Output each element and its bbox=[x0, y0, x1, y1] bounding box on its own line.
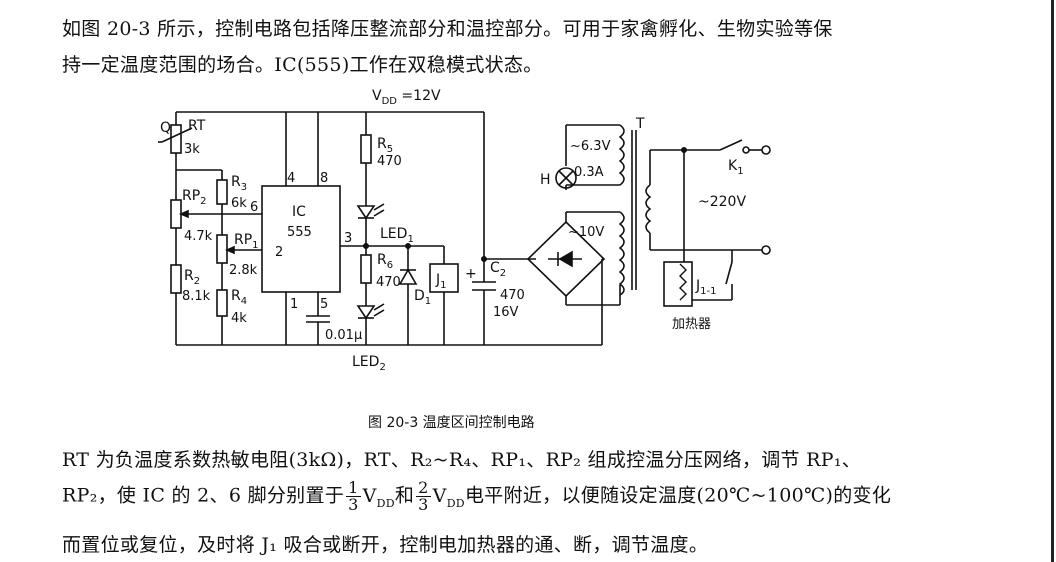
q-label: Q bbox=[160, 120, 171, 136]
intro-line-2: 持一定温度范围的场合。IC(555)工作在双稳模式状态。 bbox=[62, 54, 543, 76]
pin-6: 6 bbox=[250, 200, 258, 215]
vdd-label: VDD =12V bbox=[372, 88, 441, 107]
pin-2: 2 bbox=[275, 245, 283, 260]
vdd-term-1: VDD bbox=[362, 484, 395, 510]
c1-value: 0.01μ bbox=[325, 328, 362, 343]
body-line-1: RT 为负温度系数热敏电阻(3kΩ)，RT、R₂~R₄、RP₁、RP₂ 组成控温… bbox=[62, 449, 862, 471]
page-edge bbox=[1051, 0, 1054, 562]
r5-resistor bbox=[360, 134, 372, 164]
j1-label: J1 bbox=[435, 272, 447, 291]
r3-resistor bbox=[216, 179, 228, 205]
primary-coil bbox=[645, 184, 652, 234]
r2-resistor bbox=[170, 264, 182, 294]
switch-k1-contact bbox=[742, 146, 750, 154]
r6-value: 470 bbox=[376, 275, 401, 290]
c2-plus: + bbox=[465, 266, 477, 282]
lamp-label: H bbox=[540, 172, 551, 188]
body-line-2-part-e: 电平附近，以便随设定温度(20℃~100℃)的变化 bbox=[464, 484, 892, 507]
rp2-label: RP2 bbox=[182, 188, 207, 207]
c2-voltage: 16V bbox=[493, 305, 519, 320]
r5-label: R5 bbox=[377, 136, 393, 155]
mains-terminal-top bbox=[761, 145, 771, 155]
heater-label: 加热器 bbox=[672, 317, 711, 332]
intro-line-1: 如图 20-3 所示，控制电路包括降压整流部分和温控部分。可用于家禽孵化、生物实… bbox=[62, 18, 833, 40]
r6-resistor bbox=[360, 254, 372, 284]
mains-label: ~220V bbox=[698, 194, 746, 210]
secondary-coil-6v bbox=[618, 124, 625, 186]
r4-resistor bbox=[216, 289, 228, 317]
r2-label: R2 bbox=[184, 268, 200, 287]
r3-label: R3 bbox=[231, 174, 247, 193]
led2-label: LED2 bbox=[352, 354, 386, 373]
pin-4: 4 bbox=[287, 171, 295, 186]
c2-label: C2 bbox=[490, 260, 506, 279]
j11-label: J1-1 bbox=[695, 278, 716, 297]
r5-value: 470 bbox=[377, 154, 402, 169]
pin-8: 8 bbox=[320, 171, 328, 186]
figure-caption: 图 20-3 温度区间控制电路 bbox=[368, 415, 535, 431]
led2-diode bbox=[356, 305, 376, 320]
ic-number: 555 bbox=[287, 225, 312, 240]
rp1-potentiometer bbox=[216, 234, 228, 264]
transformer-label: T bbox=[635, 116, 645, 132]
body-line-2-part-a: RP₂，使 IC 的 2、6 脚分别置于 bbox=[62, 484, 345, 507]
led1-diode bbox=[356, 205, 376, 220]
r6-label: R6 bbox=[377, 252, 393, 271]
rp1-value: 2.8k bbox=[229, 263, 258, 278]
ic-555 bbox=[261, 185, 341, 293]
d1-label: D1 bbox=[414, 288, 431, 307]
ic-label: IC bbox=[292, 204, 306, 220]
vdd-term-2: VDD bbox=[432, 484, 465, 510]
sec2-label: ~10V bbox=[568, 225, 604, 240]
lamp-h bbox=[555, 167, 577, 189]
pin-1: 1 bbox=[290, 297, 298, 312]
relay-contact-j11 bbox=[725, 261, 733, 285]
rp2-value: 4.7k bbox=[184, 229, 213, 244]
r3-value: 6k bbox=[231, 196, 247, 211]
led1-label: LED1 bbox=[380, 226, 414, 245]
secondary-coil-10v bbox=[618, 211, 625, 296]
sec1-current: 0.3A bbox=[574, 165, 604, 180]
c2-value: 470 bbox=[500, 288, 525, 303]
rp1-label: RP1 bbox=[234, 232, 259, 251]
mains-terminal-bottom bbox=[761, 245, 771, 255]
rt-thermistor bbox=[170, 124, 182, 154]
r4-label: R4 bbox=[231, 288, 247, 307]
d1-diode bbox=[398, 268, 418, 285]
pin-5: 5 bbox=[320, 297, 328, 312]
sec1-label: ~6.3V bbox=[570, 139, 611, 154]
rt-value: 3k bbox=[184, 142, 200, 157]
switch-k1 bbox=[719, 139, 743, 151]
k1-label: K1 bbox=[728, 158, 744, 177]
heater bbox=[663, 261, 693, 307]
r2-value: 8.1k bbox=[182, 289, 211, 304]
body-line-3: 而置位或复位，及时将 J₁ 吸合或断开，控制电加热器的通、断，调节温度。 bbox=[62, 534, 709, 556]
r4-value: 4k bbox=[231, 311, 247, 326]
rt-label: RT bbox=[188, 118, 206, 134]
heater-element bbox=[679, 263, 687, 301]
body-line-2-part-c: 和 bbox=[394, 484, 415, 507]
pin-3: 3 bbox=[344, 231, 352, 246]
